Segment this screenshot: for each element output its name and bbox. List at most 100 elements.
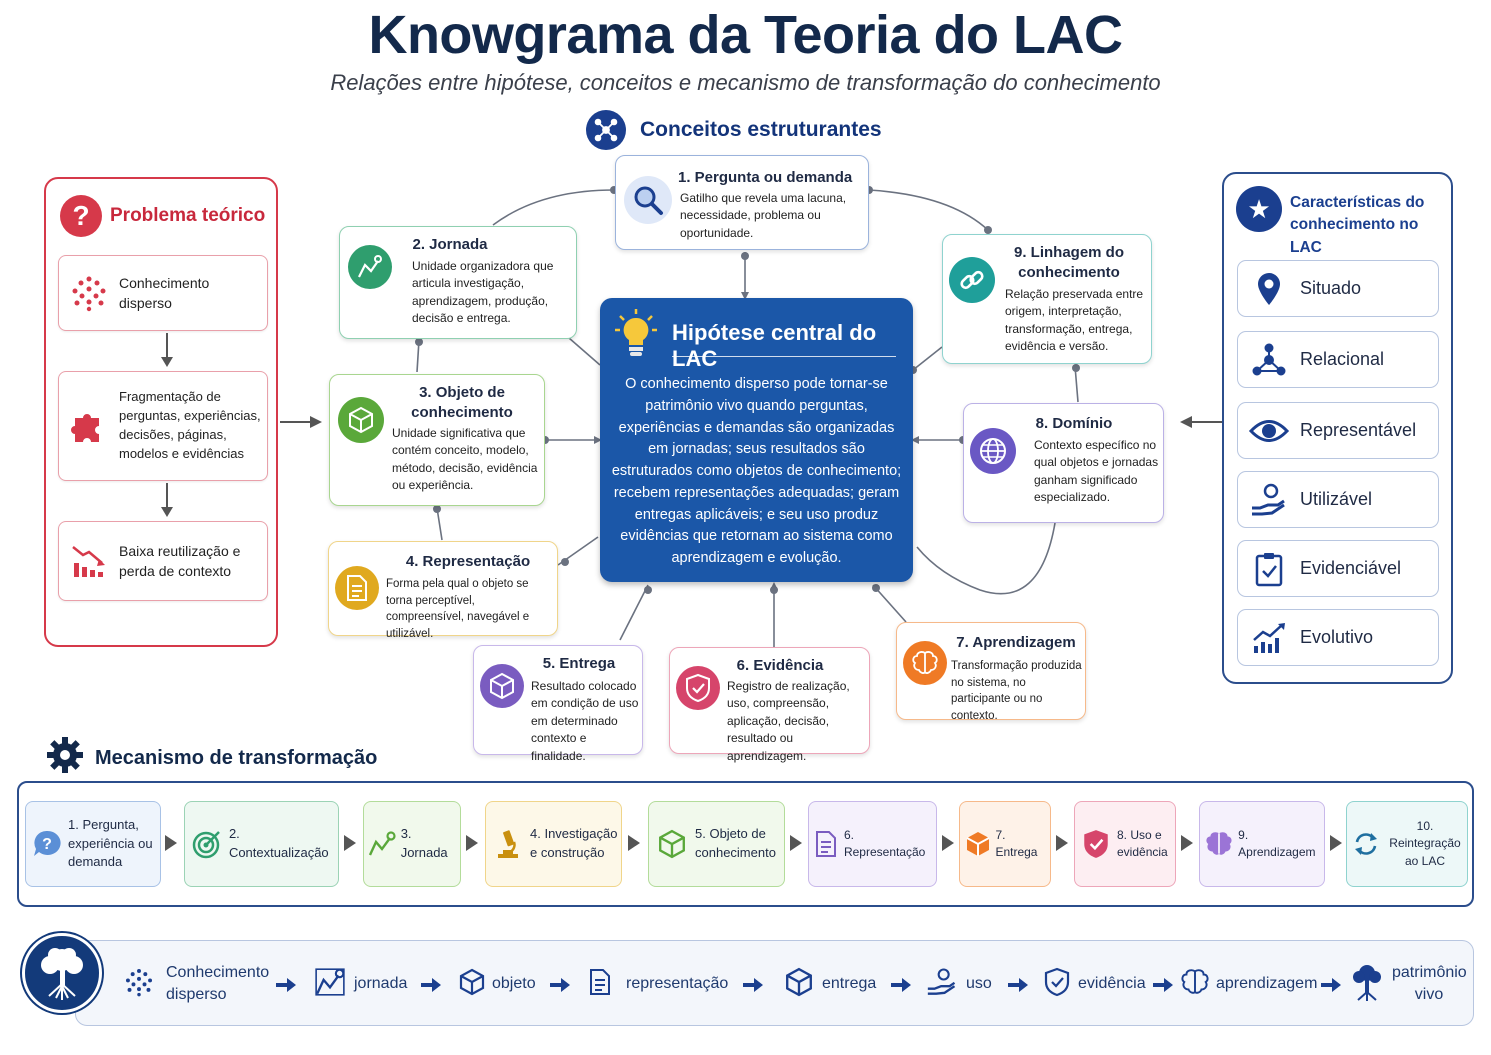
right-arrow-icon: [1181, 835, 1193, 851]
mechanism-step-label: 3. Jornada: [400, 826, 448, 860]
flow-label: evidência: [1078, 975, 1146, 992]
concept-title: 8. Domínio: [1035, 415, 1113, 432]
concept-title: 3. Objeto de conhecimento: [411, 384, 513, 421]
characteristic-item: Evolutivo: [1237, 609, 1439, 666]
globe-icon: [970, 428, 1016, 474]
page-title: Knowgrama da Teoria do LAC: [368, 5, 1123, 65]
flow-item: objeto: [458, 941, 536, 1027]
cycle-icon: [1347, 830, 1385, 858]
problem-item-label: Baixa reutilização e perda de contexto: [119, 542, 241, 579]
characteristic-item: Relacional: [1237, 331, 1439, 388]
concept-card: 9. Linhagem do conhecimento Relação pres…: [942, 234, 1152, 364]
concept-title: 5. Entrega: [542, 655, 616, 672]
characteristic-item: Situado: [1237, 260, 1439, 317]
hypothesis-divider: [672, 356, 896, 357]
flow-label: Conhecimento disperso: [166, 964, 270, 1003]
mechanism-step: 7. Entrega: [959, 801, 1051, 887]
mechanism-step-label: 9. Aprendizagem: [1238, 827, 1316, 859]
dots-cluster-icon: [124, 967, 154, 1002]
concepts-header: Conceitos estruturantes: [640, 118, 882, 141]
clipboard-check-icon: [1238, 551, 1300, 587]
concept-title: 1. Pergunta ou demanda: [678, 169, 853, 186]
concept-card: 4. Representação Forma pela qual o objet…: [328, 541, 558, 640]
right-arrow-icon: [550, 978, 570, 992]
concept-title: 4. Representação: [405, 553, 531, 570]
cube-icon: [338, 397, 384, 443]
concept-card: 6. Evidência Registro de realização, uso…: [669, 647, 870, 763]
characteristic-item: Utilizável: [1237, 471, 1439, 528]
mechanism-step: 9. Aprendizagem: [1199, 801, 1325, 887]
right-arrow-icon: [1056, 835, 1068, 851]
concept-desc: Forma pela qual o objeto se torna percep…: [386, 578, 530, 641]
concept-title: 2. Jornada: [412, 236, 488, 253]
tree-icon: [1350, 962, 1384, 1007]
document-icon: [335, 566, 379, 610]
eye-icon: [1238, 418, 1300, 444]
concept-desc: Registro de realização, uso, compreensão…: [727, 679, 850, 763]
concept-title: 9. Linhagem do conhecimento: [1013, 244, 1124, 281]
concept-desc: Unidade organizadora que articula invest…: [412, 259, 554, 326]
problem-item-label: Conhecimento disperso: [119, 274, 210, 311]
flow-item: entrega: [784, 941, 876, 1027]
concept-card: 5. Entrega Resultado colocado em condiçã…: [473, 645, 643, 763]
mechanism-step: 6. Representação: [808, 801, 937, 887]
route-icon: [364, 830, 401, 858]
mechanism-step: 3. Jornada: [363, 801, 461, 887]
right-arrow-icon: [421, 978, 441, 992]
cube-icon: [649, 829, 695, 859]
concept-title: 7. Aprendizagem: [956, 634, 1076, 651]
mechanism-step-label: 8. Uso e evidência: [1117, 827, 1168, 859]
characteristics-panel: ★ Características do conhecimento no LAC…: [1222, 172, 1453, 684]
svg-text:?: ?: [42, 836, 52, 853]
right-arrow-icon: [1008, 978, 1028, 992]
concept-desc: Transformação produzida no sistema, no p…: [951, 660, 1082, 723]
target-icon: [185, 828, 229, 860]
flow-label: uso: [966, 975, 992, 992]
right-arrow-icon: [743, 978, 763, 992]
characteristic-label: Evidenciável: [1300, 558, 1402, 578]
right-arrow-icon: [1153, 978, 1173, 992]
declining-chart-icon: [59, 541, 119, 581]
hypothesis-box: Hipótese central do LAC O conhecimento d…: [600, 298, 913, 582]
shield-check-icon: [1044, 967, 1070, 1002]
flow-item: evidência: [1044, 941, 1146, 1027]
problem-title: Problema teórico: [110, 205, 266, 226]
concept-title: 6. Evidência: [736, 657, 824, 674]
brain-icon: [903, 641, 947, 685]
route-icon: [314, 967, 346, 1002]
link-icon: [949, 257, 995, 303]
problem-panel: ? Problema teórico Conhecimento disperso…: [44, 177, 278, 647]
down-arrow-icon: [161, 507, 173, 517]
star-icon: ★: [1236, 186, 1282, 232]
right-arrow-icon: [1330, 835, 1342, 851]
flow-item: uso: [926, 941, 992, 1027]
mechanism-step-label: 10. Reintegração ao LAC: [1389, 818, 1461, 868]
cube-icon: [458, 968, 486, 1001]
brain-icon: [1200, 830, 1238, 858]
mechanism-title: Mecanismo de transformação: [95, 747, 378, 769]
hand-icon: [926, 967, 958, 1002]
concept-desc: Relação preservada entre origem, interpr…: [1005, 287, 1144, 354]
mechanism-step: 4. Investigação e construção: [485, 801, 622, 887]
concept-card: 7. Aprendizagem Transformação produzida …: [896, 622, 1086, 722]
down-arrow-icon: [166, 333, 168, 359]
microscope-icon: [486, 828, 530, 860]
mechanism-step-label: 1. Pergunta, experiência ou demanda: [68, 816, 153, 870]
mechanism-step: 10. Reintegração ao LAC: [1346, 801, 1468, 887]
characteristics-title: Características do conhecimento no LAC: [1290, 194, 1425, 256]
magnifier-icon: [624, 176, 672, 224]
problem-item: Baixa reutilização e perda de contexto: [58, 521, 268, 601]
lightbulb-icon: [614, 308, 658, 363]
mechanism-step-label: 7. Entrega: [995, 827, 1038, 859]
gear-icon: [46, 736, 84, 779]
route-icon: [348, 245, 392, 289]
characteristic-label: Relacional: [1300, 349, 1385, 369]
mechanism-step-label: 2. Contextualização: [228, 826, 329, 860]
hand-icon: [1238, 482, 1300, 518]
mechanism-step: 8. Uso e evidência: [1074, 801, 1176, 887]
network-icon: [586, 110, 626, 150]
mechanism-step-label: 4. Investigação e construção: [530, 826, 618, 860]
flow-item: patrimônio vivo: [1350, 941, 1467, 1027]
mechanism-step: ? 1. Pergunta, experiência ou demanda: [25, 801, 161, 887]
